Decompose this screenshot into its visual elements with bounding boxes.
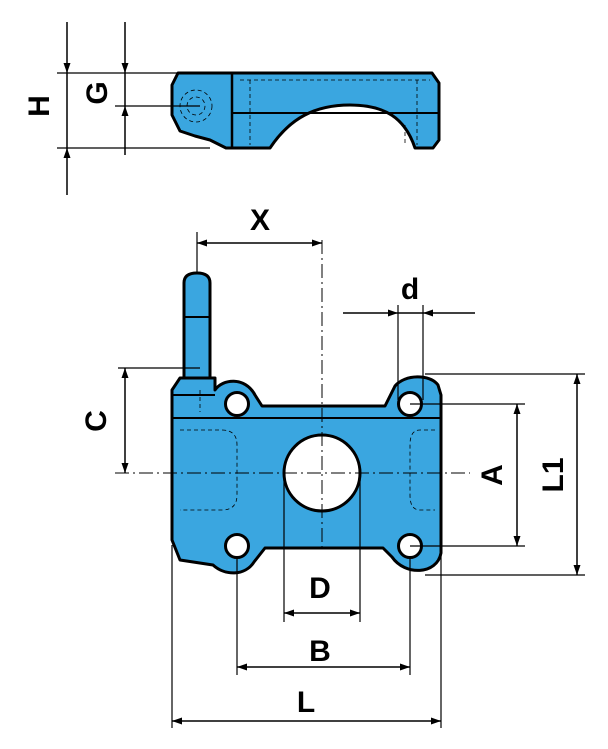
dimension-x: X	[196, 204, 322, 272]
label-c: C	[80, 410, 113, 432]
dimension-c: C	[80, 367, 200, 473]
dimension-h: H	[23, 22, 210, 195]
side-view-body	[170, 71, 441, 150]
side-view	[170, 71, 441, 150]
label-a: A	[476, 464, 509, 486]
label-d-small: d	[401, 273, 419, 306]
label-g: G	[81, 81, 114, 104]
dimension-l1: L1	[425, 373, 585, 576]
dimension-a: A	[410, 403, 525, 547]
locating-pin	[182, 271, 212, 380]
dimension-g: G	[81, 22, 200, 155]
dimension-d-small: d	[343, 273, 475, 400]
dimension-d-large: D	[283, 473, 361, 622]
mounting-hole-bottom-left	[224, 533, 250, 559]
label-l: L	[297, 686, 315, 719]
label-h: H	[23, 95, 56, 117]
label-l1: L1	[537, 457, 570, 492]
label-d-large: D	[309, 572, 331, 605]
label-x: X	[250, 204, 270, 237]
label-b: B	[309, 635, 331, 668]
dimension-l: L	[171, 545, 442, 728]
mounting-hole-top-left	[224, 391, 250, 417]
plan-view	[115, 240, 470, 575]
dimension-b: B	[236, 558, 411, 675]
